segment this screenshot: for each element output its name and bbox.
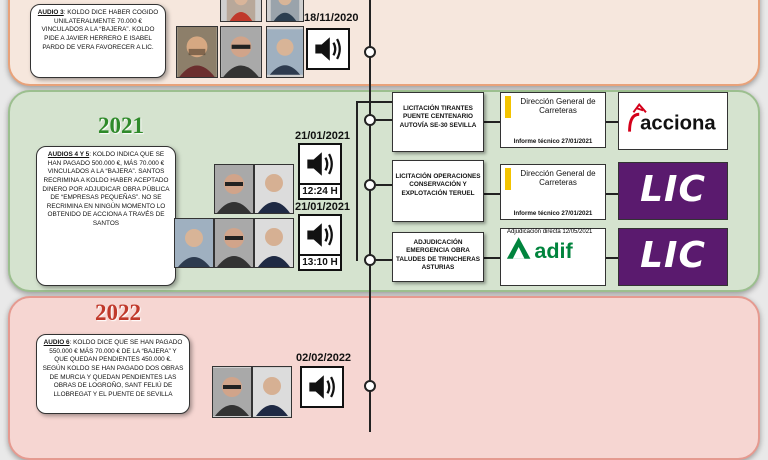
audio-4-date: 21/01/2021	[295, 130, 350, 142]
dg-carreteras-card: Dirección General de Carreteras Informe …	[500, 164, 606, 220]
audio-6-speaker-icon[interactable]	[300, 366, 344, 408]
portrait-photo	[220, 26, 262, 78]
lic-logo: LIC	[618, 162, 728, 220]
lic-logo: LIC	[618, 228, 728, 286]
audio-5-time: 13:10 H	[298, 256, 342, 271]
timeline-line	[369, 0, 371, 432]
lic-wordmark: LIC	[619, 169, 727, 210]
agency-name: Dirección General de Carreteras	[515, 97, 601, 115]
connector	[484, 193, 500, 195]
project-asturias-card: Adjudicación emergencia obra taludes de …	[392, 232, 484, 282]
audio-4-speaker-icon[interactable]	[298, 143, 342, 185]
audio-3-date: 18/11/2020	[304, 12, 358, 24]
portrait-photo	[176, 26, 218, 78]
portrait-photo	[252, 366, 292, 418]
branch-connector	[356, 101, 392, 103]
branch-connector	[376, 259, 392, 261]
connector	[606, 257, 618, 259]
lic-wordmark: LIC	[619, 235, 727, 276]
connector	[606, 121, 618, 123]
report-date: Informe técnico 27/01/2021	[501, 138, 605, 145]
acciona-wordmark: acciona	[640, 113, 716, 135]
agency-name: Dirección General de Carreteras	[515, 169, 601, 187]
acciona-logo: acciona	[618, 92, 728, 150]
timeline-dot	[364, 254, 376, 266]
audio-5-speaker-icon[interactable]	[298, 214, 342, 256]
audio-4-time: 12:24 H	[298, 185, 342, 200]
branch-connector	[376, 119, 392, 121]
connector	[606, 193, 618, 195]
timeline-dot	[364, 179, 376, 191]
portrait-photo	[266, 0, 304, 22]
timeline-dot	[364, 46, 376, 58]
portrait-photo	[254, 164, 294, 214]
portrait-photo	[220, 0, 262, 22]
report-date: Informe técnico 27/01/2021	[501, 210, 605, 217]
portrait-photo	[266, 26, 304, 78]
branch-connector	[356, 101, 358, 261]
timeline-dot	[364, 114, 376, 126]
timeline-dot	[364, 380, 376, 392]
dg-stripe	[505, 96, 511, 118]
project-se30-card: Licitación tirantes puente centenario au…	[392, 92, 484, 152]
portrait-photo	[212, 366, 252, 418]
year-2022-heading: 2022	[95, 300, 141, 326]
audios-4-5-description: Audios 4 y 5: Koldo indica que se han pa…	[36, 146, 176, 286]
portrait-photo	[214, 164, 254, 214]
year-2021-heading: 2021	[98, 113, 144, 139]
branch-connector	[376, 184, 392, 186]
portrait-photo	[174, 218, 214, 268]
audio-3-speaker-icon[interactable]	[306, 28, 350, 70]
portrait-photo	[214, 218, 254, 268]
connector	[484, 121, 500, 123]
dg-carreteras-card: Dirección General de Carreteras Informe …	[500, 92, 606, 148]
project-teruel-card: Licitación operaciones conservación y ex…	[392, 160, 484, 222]
adif-card: adif Adjudicación directa 12/05/2021	[500, 228, 606, 286]
adif-wordmark: adif	[534, 238, 573, 263]
portrait-photo	[254, 218, 294, 268]
dg-stripe	[505, 168, 511, 190]
audio-3-description: Audio 3: Koldo dice haber cogido unilate…	[30, 4, 166, 78]
audio-5-date: 21/01/2021	[295, 201, 350, 213]
connector	[484, 257, 500, 259]
audio-6-date: 02/02/2022	[296, 352, 351, 364]
audio-6-description: Audio 6: Koldo dice que se han pagado 55…	[36, 334, 190, 414]
